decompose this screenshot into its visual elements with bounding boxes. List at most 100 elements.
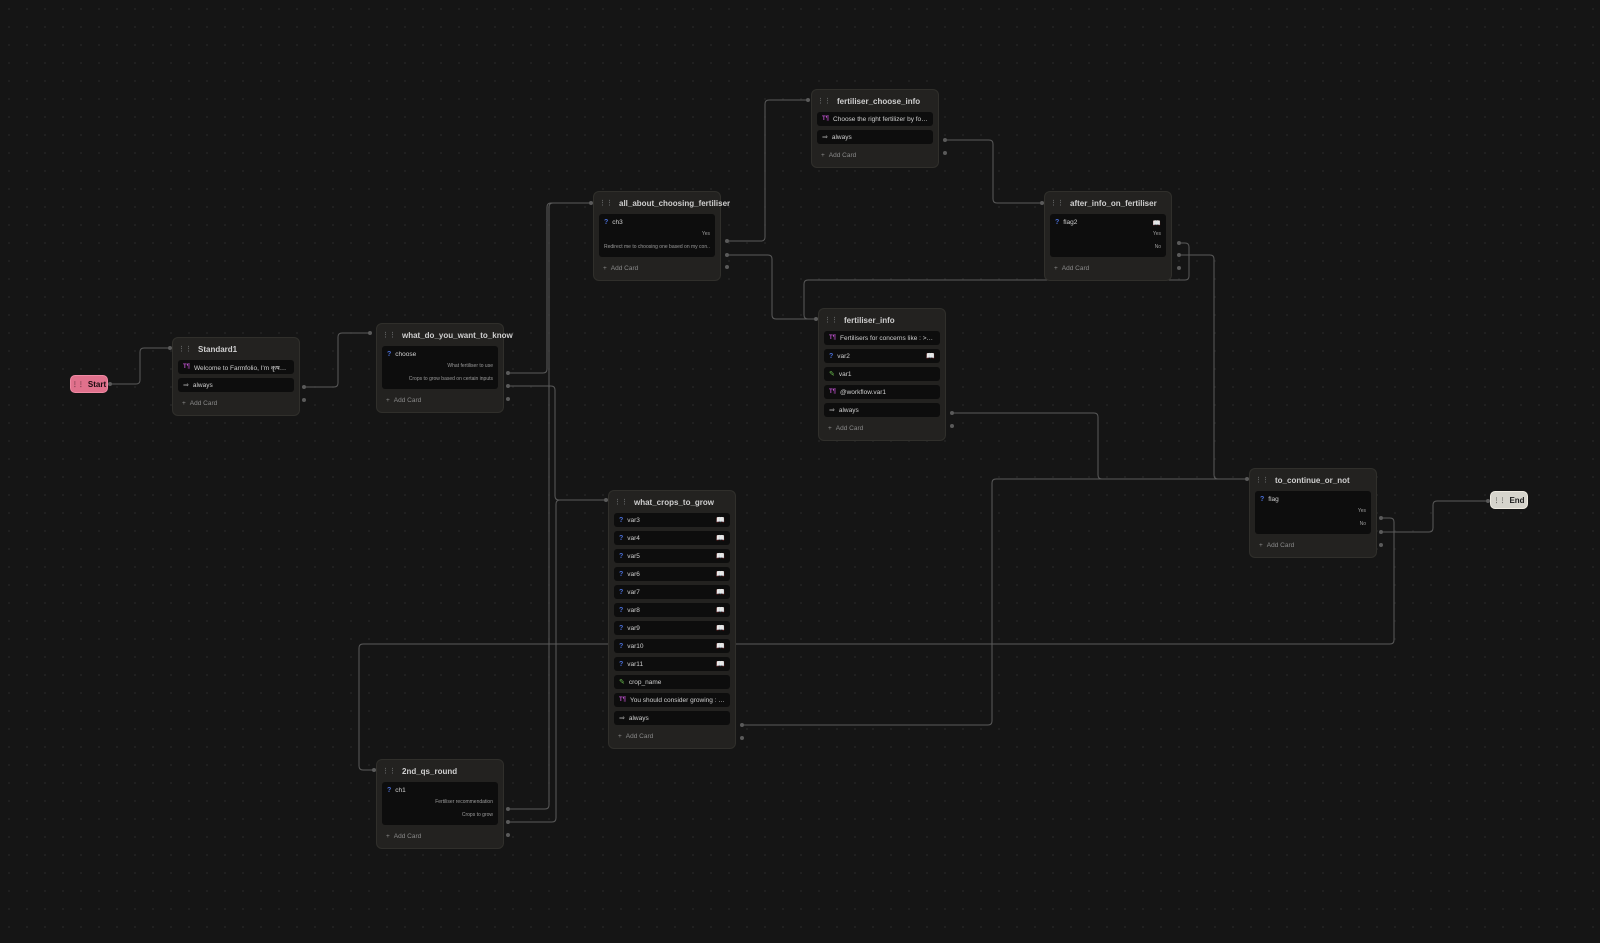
add-card-button[interactable]: +Add Card [382, 829, 498, 843]
node-title: 2nd_qs_round [402, 766, 458, 776]
add-card-button[interactable]: +Add Card [614, 729, 730, 743]
add-card-label: Add Card [828, 151, 857, 159]
card-label: var7 [627, 588, 640, 596]
message-icon: T¶ [829, 335, 837, 341]
question-icon: ? [619, 660, 624, 668]
condition-card[interactable]: ⇒always [178, 378, 294, 392]
question-card[interactable]: ?flag2📖 Yes No [1050, 214, 1166, 257]
edge-standard1-whatdo [304, 332, 370, 388]
question-icon: ? [829, 352, 834, 360]
node-all-about-choosing-fertiliser[interactable]: ⋮⋮all_about_choosing_fertiliser ?ch3 Yes… [593, 191, 730, 281]
question-card[interactable]: ?var8📖 [614, 603, 730, 617]
variable-card[interactable]: ✎crop_name [614, 675, 730, 689]
question-card[interactable]: ?var3📖 [614, 513, 730, 527]
question-card[interactable]: ?var5📖 [614, 549, 730, 563]
node-2nd-qs-round[interactable]: ⋮⋮ 2nd_qs_round ?ch1 Fertiliser recommend… [376, 759, 504, 849]
end-label: End [1509, 495, 1525, 505]
edge-crops-tocontinue [742, 478, 1247, 726]
edge-whatdo-crops [508, 385, 606, 501]
question-card[interactable]: ?ch1 Fertiliser recommendation Crops to … [382, 782, 498, 825]
book-icon[interactable]: 📖 [716, 535, 725, 542]
edge-round2-allabout [508, 202, 591, 810]
add-card-label: Add Card [393, 396, 422, 404]
node-after-info-on-fertiliser[interactable]: ⋮⋮after_info_on_fertiliser ?flag2📖 Yes N… [1044, 191, 1172, 281]
card-label: var9 [627, 624, 640, 632]
node-title: fertiliser_choose_info [837, 96, 921, 106]
condition-card[interactable]: ⇒always [614, 711, 730, 725]
node-standard1[interactable]: ⋮⋮Standard1 T¶Welcome to Farmfolio, I'm … [172, 337, 300, 416]
question-card[interactable]: ?var4📖 [614, 531, 730, 545]
variable-card[interactable]: ✎var1 [824, 367, 940, 381]
message-icon: T¶ [619, 697, 627, 703]
node-to-continue-or-not[interactable]: ⋮⋮to_continue_or_not ?flag Yes No +Add C… [1249, 468, 1377, 558]
add-card-button[interactable]: +Add Card [1050, 261, 1166, 275]
book-icon[interactable]: 📖 [1152, 219, 1161, 227]
node-title: all_about_choosing_fertiliser [619, 198, 731, 208]
book-icon[interactable]: 📖 [716, 661, 725, 668]
question-icon: ? [619, 552, 624, 560]
question-card[interactable]: ?var6📖 [614, 567, 730, 581]
option-2: No [1154, 244, 1161, 250]
card-label: Fertilisers for concerns like : >Soil F.… [840, 334, 935, 342]
arrow-icon: ⇒ [619, 715, 625, 722]
plus-icon: + [821, 151, 825, 159]
option-1: Yes [701, 231, 710, 237]
card-label: var10 [627, 642, 644, 650]
variable-icon: ✎ [829, 371, 835, 378]
node-fertiliser-info[interactable]: ⋮⋮fertiliser_info T¶Fertilisers for conc… [818, 308, 946, 441]
add-card-label: Add Card [835, 424, 864, 432]
add-card-button[interactable]: +Add Card [824, 421, 940, 435]
book-icon[interactable]: 📖 [716, 517, 725, 524]
book-icon[interactable]: 📖 [716, 589, 725, 596]
question-card[interactable]: ?var2 📖 [824, 349, 940, 363]
node-fertiliser-choose-info[interactable]: ⋮⋮fertiliser_choose_info T¶Choose the ri… [811, 89, 939, 168]
option-1: Yes [1357, 508, 1366, 514]
question-card[interactable]: ?choose What fertiliser to use Crops to … [382, 346, 498, 389]
book-icon[interactable]: 📖 [716, 643, 725, 650]
card-label: Welcome to Farmfolio, I'm कृषक-सार्थी... [194, 364, 289, 372]
node-what-crops-to-grow[interactable]: ⋮⋮what_crops_to_grow ?var3📖 ?var4📖 ?var5… [608, 490, 736, 749]
message-card[interactable]: T¶Fertilisers for concerns like : >Soil … [824, 331, 940, 345]
card-label: var2 [837, 352, 850, 360]
book-icon[interactable]: 📖 [716, 571, 725, 578]
add-card-button[interactable]: +Add Card [382, 393, 498, 407]
question-icon: ? [619, 570, 624, 578]
book-icon[interactable]: 📖 [716, 625, 725, 632]
question-card[interactable]: ?var7📖 [614, 585, 730, 599]
question-card[interactable]: ?var10📖 [614, 639, 730, 653]
book-icon[interactable]: 📖 [716, 553, 725, 560]
question-card[interactable]: ?ch3 Yes Redirect me to choosing one bas… [599, 214, 715, 257]
grip-icon: ⋮⋮ [178, 346, 192, 353]
end-node[interactable]: ⋮⋮ End [1490, 491, 1528, 509]
question-card[interactable]: ?var11📖 [614, 657, 730, 671]
question-icon: ? [387, 351, 392, 358]
message-card[interactable]: T¶Choose the right fertilizer by followi… [817, 112, 933, 126]
card-label: var8 [627, 606, 640, 614]
message-card[interactable]: T¶Welcome to Farmfolio, I'm कृषक-सार्थी.… [178, 360, 294, 374]
add-card-button[interactable]: +Add Card [1255, 538, 1371, 552]
node-what-do-you-want-to-know[interactable]: ⋮⋮what_do_you_want_to_know ?choose What … [376, 323, 513, 413]
card-label: ch1 [395, 787, 406, 794]
option-2: Crops to grow [461, 812, 493, 818]
add-card-button[interactable]: +Add Card [817, 148, 933, 162]
add-card-label: Add Card [610, 264, 639, 272]
condition-card[interactable]: ⇒always [824, 403, 940, 417]
message-card[interactable]: T¶@workflow.var1 [824, 385, 940, 399]
card-label: You should consider growing : @wo... [630, 696, 725, 704]
edge-whatdo-allabout [508, 202, 591, 374]
node-title: to_continue_or_not [1275, 475, 1350, 485]
question-card[interactable]: ?flag Yes No [1255, 491, 1371, 534]
question-card[interactable]: ?var9📖 [614, 621, 730, 635]
edge-tocontinue-end [1381, 500, 1488, 533]
add-card-button[interactable]: +Add Card [599, 261, 715, 275]
book-icon[interactable]: 📖 [716, 607, 725, 614]
book-icon[interactable]: 📖 [926, 353, 935, 360]
edge-fertinfo-tocontinue [952, 412, 1247, 480]
condition-card[interactable]: ⇒always [817, 130, 933, 144]
add-card-button[interactable]: +Add Card [178, 396, 294, 410]
grip-icon: ⋮⋮ [382, 768, 396, 775]
start-node[interactable]: ⋮⋮ Start [70, 375, 108, 393]
add-card-label: Add Card [1266, 541, 1295, 549]
message-card[interactable]: T¶You should consider growing : @wo... [614, 693, 730, 707]
question-icon: ? [387, 787, 392, 794]
